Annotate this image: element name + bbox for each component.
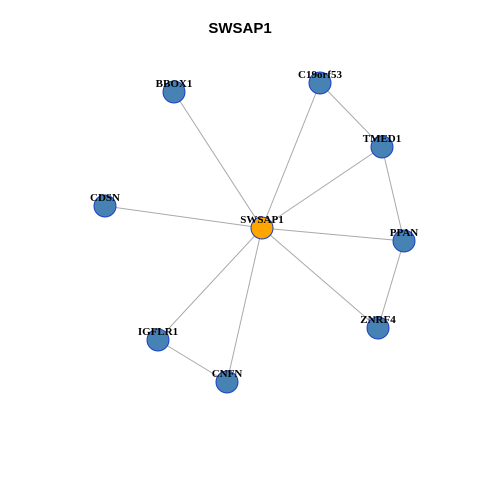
node-label-ppan: PPAN <box>390 227 419 239</box>
node-label-znrf4: ZNRF4 <box>360 314 396 326</box>
node-znrf4 <box>366 316 390 340</box>
node-label-igflr1: IGFLR1 <box>138 326 178 338</box>
node-igflr1 <box>146 328 170 352</box>
edge-swsap1-znrf4 <box>261 227 379 329</box>
node-label-cnfn: CNFN <box>212 368 243 380</box>
node-label-swsap1: SWSAP1 <box>240 214 283 226</box>
edge-swsap1-igflr1 <box>157 227 263 341</box>
edge-tmed1-ppan <box>381 146 405 242</box>
edge-swsap1-ppan <box>261 227 405 242</box>
node-cdsn <box>93 194 117 218</box>
node-c19orf53 <box>308 71 332 95</box>
edge-igflr1-cnfn <box>157 339 228 383</box>
node-tmed1 <box>370 135 394 159</box>
node-label-tmed1: TMED1 <box>363 133 402 145</box>
edge-swsap1-tmed1 <box>261 146 383 229</box>
edge-swsap1-cdsn <box>104 205 263 229</box>
edge-ppan-znrf4 <box>377 240 405 329</box>
node-ppan <box>392 229 416 253</box>
edge-c19orf53-tmed1 <box>319 82 383 148</box>
edge-layer <box>104 82 405 383</box>
edge-swsap1-c19orf53 <box>261 82 321 229</box>
node-cnfn <box>215 370 239 394</box>
node-layer <box>93 71 416 394</box>
node-label-c19orf53: C19orf53 <box>298 69 342 81</box>
node-label-bbox1: BBOX1 <box>156 78 193 90</box>
edge-swsap1-bbox1 <box>173 91 263 229</box>
node-label-cdsn: CDSN <box>90 192 120 204</box>
node-swsap1 <box>250 216 274 240</box>
chart-title: SWSAP1 <box>208 20 272 37</box>
node-bbox1 <box>162 80 186 104</box>
edge-swsap1-cnfn <box>226 227 263 383</box>
